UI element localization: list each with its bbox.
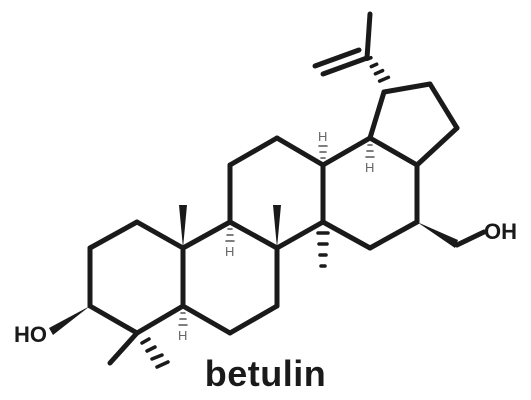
- hydroxyl-label-right: OH: [484, 219, 517, 244]
- oh-wedge-c3: [49, 306, 90, 335]
- ring-b: [180, 219, 280, 336]
- methyl-wedge-c10: [179, 205, 187, 248]
- stereo-h-label-c9: H: [225, 244, 234, 259]
- stereo-h-label-c5: H: [178, 328, 187, 343]
- ring-e: [367, 81, 460, 168]
- isopropenyl-group: [312, 11, 391, 83]
- compound-name: betulin: [204, 353, 327, 394]
- gem-dimethyl-c4: [107, 330, 170, 369]
- methyl-hash-c14: [316, 231, 330, 268]
- ring-a: [87, 219, 186, 336]
- methyl-wedges: [49, 205, 281, 335]
- stereo-h-label-c13: H: [318, 129, 327, 144]
- stereo-hydrogens: [178, 144, 375, 326]
- hydroxyl-label-left: HO: [14, 322, 47, 347]
- ring-d: [320, 135, 420, 251]
- ring-c: [227, 135, 326, 251]
- hydroxymethyl-group: [417, 222, 487, 248]
- methyl-wedge-c8: [273, 205, 281, 248]
- stereo-h-label-c18: H: [365, 160, 374, 175]
